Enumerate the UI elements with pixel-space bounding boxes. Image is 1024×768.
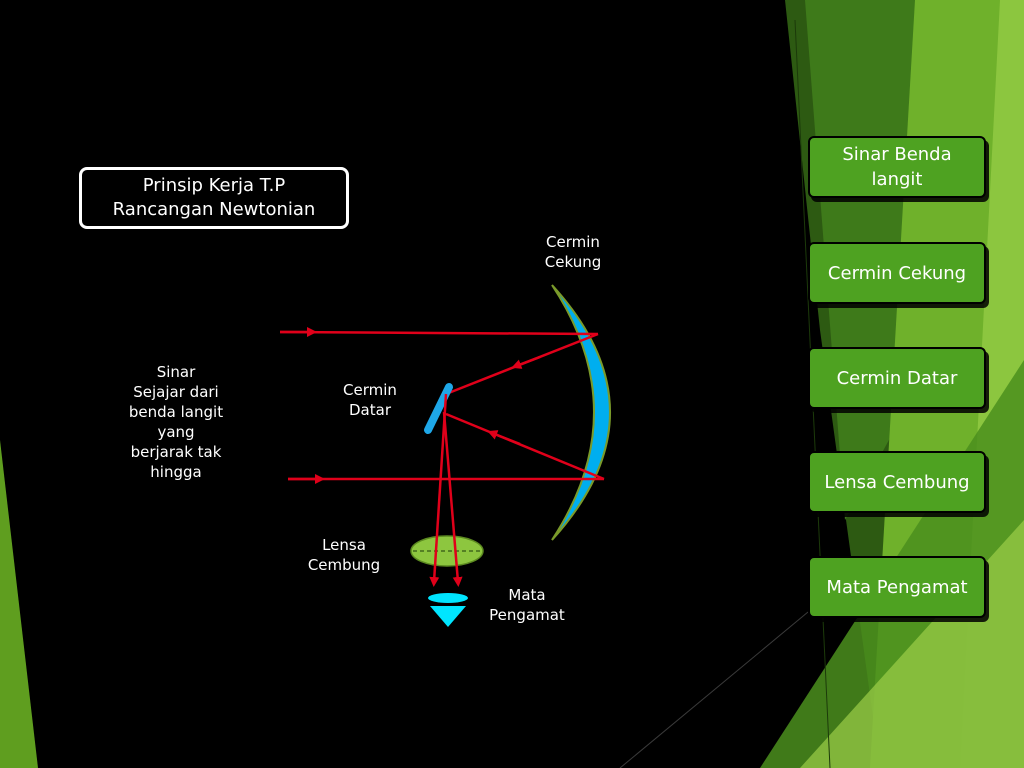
decor-line [619,611,809,768]
button-lensa-cembung[interactable]: Lensa Cembung [808,451,986,513]
label-cermin-cekung: Cermin Cekung [544,233,602,271]
reflected-ray-bottom [445,412,605,481]
reflected-ray-top-arrow [511,355,541,369]
eye-cone-icon [430,606,466,627]
reflected-ray-bottom-arrow [487,430,521,446]
title-line-2: Rancangan Newtonian [112,199,316,220]
label-lensa-cembung: Lensa Cembung [307,536,381,574]
label-mata-pengamat: Mata Pengamat [489,586,565,624]
button-cermin-cekung[interactable]: Cermin Cekung [808,242,986,304]
concave-mirror [551,284,611,541]
left-green-stripe [0,440,38,768]
button-mata-pengamat[interactable]: Mata Pengamat [808,556,986,618]
title-line-1: Prinsip Kerja T.P [142,175,286,196]
incoming-ray-top [279,330,599,336]
label-cermin-datar: Cermin Datar [343,381,397,419]
label-sinar-sejajar: Sinar Sejajar dari benda langit yang ber… [128,363,224,481]
eye-icon [428,593,468,603]
diagram-title: Prinsip Kerja T.P Rancangan Newtonian [79,167,349,229]
button-sinar-benda-langit[interactable]: Sinar Benda langit [808,136,986,198]
eyepiece-ray-right [442,411,463,587]
button-cermin-datar[interactable]: Cermin Datar [808,347,986,409]
convex-lens [410,535,484,567]
